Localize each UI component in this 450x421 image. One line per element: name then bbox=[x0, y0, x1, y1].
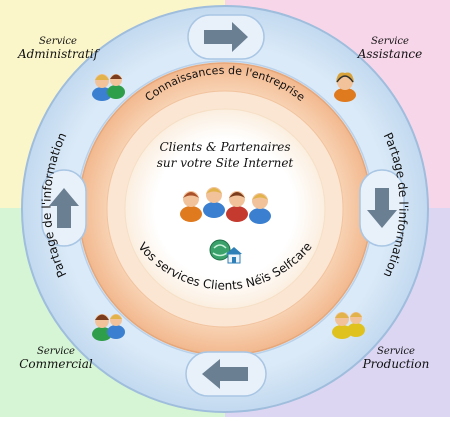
people-production-icon bbox=[332, 312, 365, 339]
arrow-left-icon bbox=[202, 359, 248, 389]
arrow-left bbox=[41, 169, 87, 247]
label-production: Service Production bbox=[362, 346, 430, 371]
arrow-down-icon bbox=[367, 188, 397, 228]
label-commercial: Service Commercial bbox=[19, 346, 93, 371]
people-commercial-icon bbox=[92, 314, 125, 341]
label-administratif: Service Administratif bbox=[17, 36, 99, 61]
center-title-line1: Clients & Partenaires bbox=[159, 140, 290, 154]
network-house-icon bbox=[209, 239, 242, 264]
clients-group-icon bbox=[180, 187, 271, 224]
center-title-line2: sur votre Site Internet bbox=[157, 156, 294, 170]
center-disc bbox=[124, 108, 326, 310]
arrow-bottom bbox=[185, 351, 267, 397]
arrow-up-icon bbox=[49, 188, 79, 228]
arrow-right bbox=[359, 169, 405, 247]
label-assistance: Service Assistance bbox=[357, 36, 423, 61]
arrow-top bbox=[187, 14, 265, 60]
people-group-icon bbox=[92, 74, 125, 101]
arrow-right-icon bbox=[204, 22, 248, 52]
person-assistance-icon bbox=[334, 72, 356, 102]
